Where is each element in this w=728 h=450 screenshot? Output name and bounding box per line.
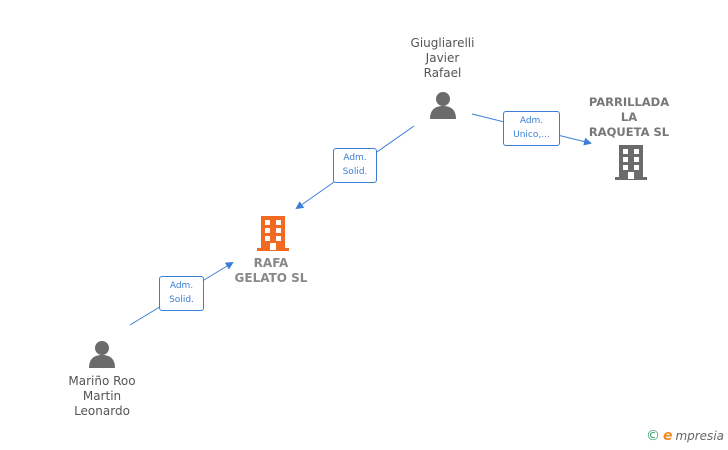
edge-label-giug-rafa[interactable]: Adm. Solid.: [333, 148, 377, 183]
label-line: RAFA: [253, 256, 289, 270]
label-line: RAQUETA SL: [588, 125, 670, 139]
node-label-giugliarelli: Giugliarelli Javier Rafael: [395, 36, 490, 81]
edge-label-line: Adm.: [343, 153, 367, 163]
label-line: Javier: [425, 51, 460, 65]
label-line: Martin: [82, 389, 122, 403]
label-line: GELATO SL: [234, 271, 308, 285]
brand-initial: e: [662, 428, 673, 444]
building-icon[interactable]: [257, 216, 289, 252]
edge-label-line: Adm.: [519, 116, 544, 126]
person-icon[interactable]: [428, 90, 458, 120]
edge-label-line: Unico,...: [513, 130, 550, 140]
edge-label-marino-rafa[interactable]: Adm. Solid.: [159, 276, 204, 311]
edge-label-giug-parrillada[interactable]: Adm. Unico,...: [503, 111, 560, 146]
copyright-icon: ©: [645, 428, 660, 444]
node-label-rafa-gelato: RAFA GELATO SL: [222, 256, 320, 286]
label-line: LA: [620, 110, 638, 124]
label-line: PARRILLADA: [588, 95, 670, 109]
person-icon[interactable]: [87, 339, 117, 369]
brand-name: mpresia: [675, 429, 724, 443]
node-label-parrillada: PARRILLADA LA RAQUETA SL: [580, 95, 678, 140]
edge-label-line: Solid.: [169, 295, 194, 305]
edge-label-line: Solid.: [342, 167, 368, 177]
label-line: Mariño Roo: [68, 374, 136, 388]
label-line: Giugliarelli: [410, 36, 475, 50]
edge-label-line: Adm.: [169, 281, 194, 291]
label-line: Leonardo: [74, 404, 130, 418]
building-icon[interactable]: [615, 145, 647, 181]
node-label-marino: Mariño Roo Martin Leonardo: [52, 374, 152, 419]
label-line: Rafael: [423, 66, 462, 80]
